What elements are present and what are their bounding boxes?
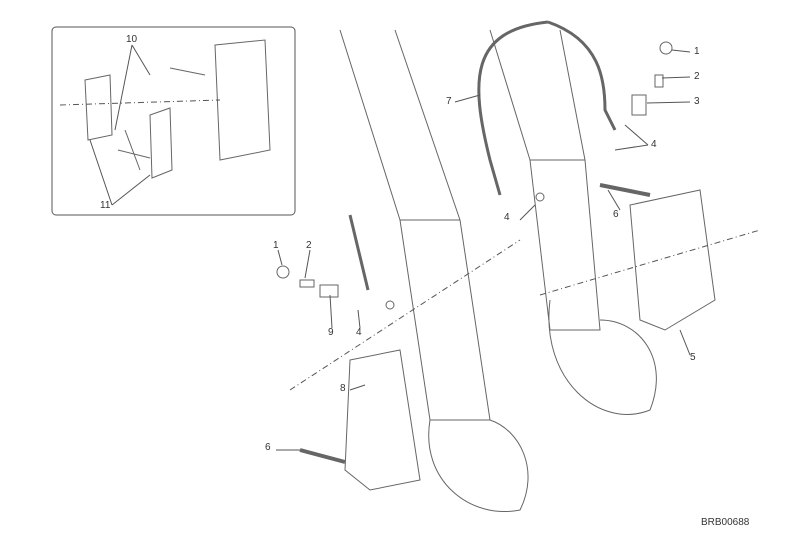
bleeder-parts	[276, 41, 673, 310]
brake-hose	[348, 20, 617, 291]
callout-label: 2	[694, 71, 700, 82]
callout-label: 3	[694, 96, 700, 107]
callout-label: 7	[446, 96, 452, 107]
callout-label: 8	[340, 383, 346, 394]
callout-label: 9	[328, 327, 334, 338]
left-fork-tube	[339, 29, 529, 512]
right-fork-tube	[489, 29, 657, 415]
inset-brake-pads	[84, 39, 271, 179]
callout-label: 5	[690, 352, 696, 363]
callout-label: 6	[265, 442, 271, 453]
callout-label: 6	[613, 209, 619, 220]
callout-label: 4	[651, 139, 657, 150]
callout-label: 4	[356, 327, 362, 338]
inset-box	[51, 26, 296, 216]
callout-label: 11	[100, 200, 111, 211]
left-caliper	[299, 349, 421, 491]
callout-label: 10	[126, 34, 138, 45]
callout-label: 1	[694, 46, 700, 57]
callout-label: 4	[504, 212, 510, 223]
callout-lines	[89, 44, 691, 451]
callout-label: 2	[306, 240, 312, 251]
right-caliper	[599, 183, 716, 331]
callout-label: 1	[273, 240, 279, 251]
leader-lines	[59, 99, 761, 391]
diagram-code: BRB00688	[701, 517, 750, 528]
